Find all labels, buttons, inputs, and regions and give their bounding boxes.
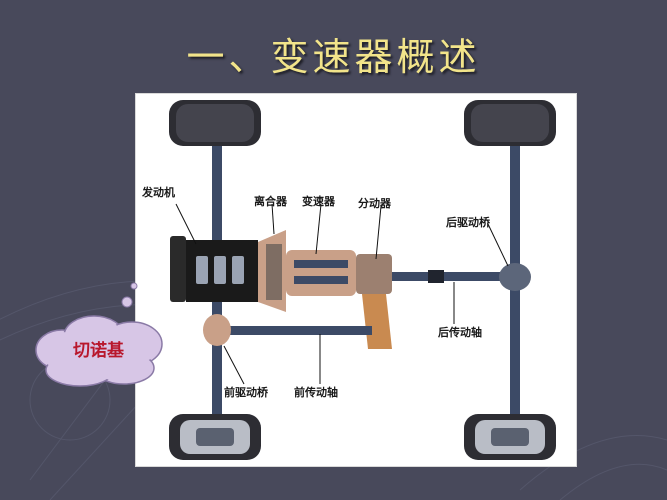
rear-upper-wheel [464,100,556,146]
clutch-plate [266,244,282,300]
transfer-case-output [362,294,392,349]
slide-title: 一、变速器概述 [186,35,481,79]
clutch-label: 离合器 [254,195,287,208]
front-upper-wheel [169,100,261,146]
front-drive-shaft [222,326,372,335]
front-differential [203,314,231,346]
front-lower-wheel [169,414,261,460]
drivetrain-diagram: 发动机 离合器 变速器 分动器 后驱动桥 后传动轴 前驱动桥 前传动轴 [135,93,577,467]
transmission-label: 变速器 [302,195,335,208]
rear-lower-wheel [464,414,556,460]
transfer-case [356,254,392,294]
rear-drive-shaft-label: 后传动轴 [438,326,482,339]
cloud-shape [35,282,163,387]
rear-drive-shaft [392,272,510,281]
leader-lines [175,203,509,385]
transfer-case-label: 分动器 [358,197,391,210]
thought-cloud-callout: 切诺基 [32,278,172,388]
transmission-housing [286,250,356,296]
front-drive-axle-label: 前驱动桥 [224,386,268,399]
rear-drive-axle-label: 后驱动桥 [446,216,490,229]
engine-cylinders [196,256,244,284]
engine-label: 发动机 [142,186,175,199]
drivetrain-drawing [169,100,556,460]
front-drive-shaft-label: 前传动轴 [294,386,338,399]
rear-differential [499,263,531,291]
radiator-fan [170,236,186,302]
callout-text: 切诺基 [73,341,124,361]
